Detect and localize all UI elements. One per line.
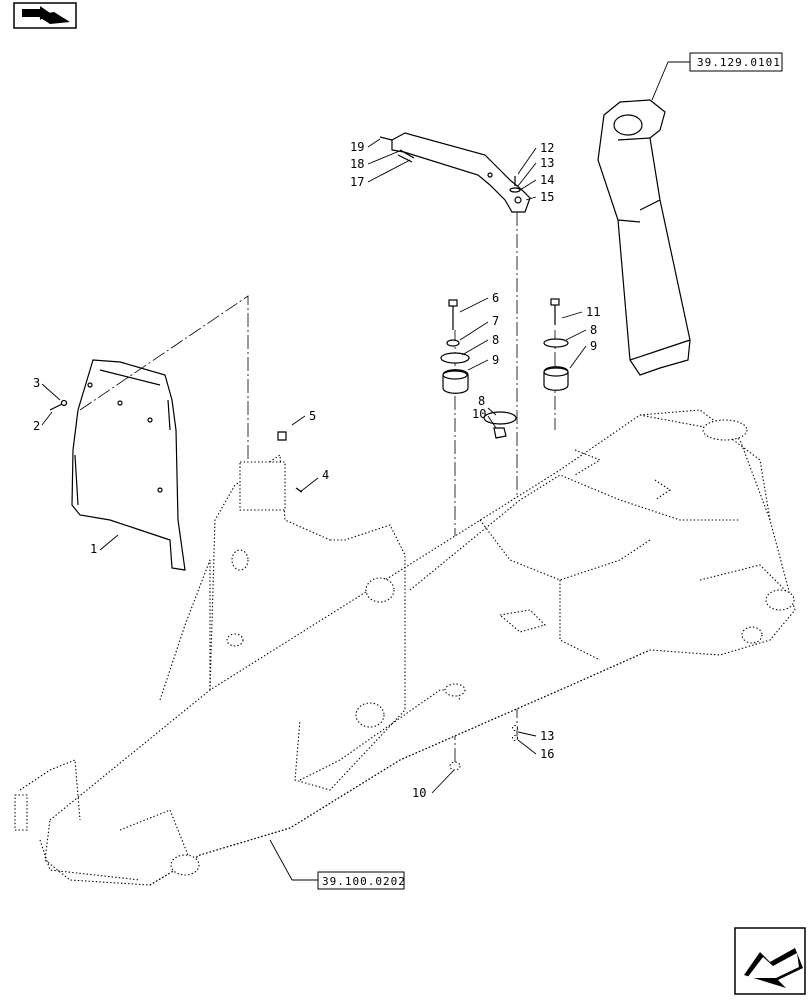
callout-8b: 8 — [478, 394, 485, 408]
callout-12: 12 — [540, 141, 554, 155]
support-bracket — [391, 132, 531, 213]
callout-6: 6 — [492, 291, 499, 305]
callout-1: 1 — [90, 542, 97, 556]
callout-4: 4 — [322, 468, 329, 482]
callout-15: 15 — [540, 190, 554, 204]
callout-13a: 13 — [540, 156, 554, 170]
callout-10b: 10 — [412, 786, 426, 800]
callout-18: 18 — [350, 157, 364, 171]
callout-8c: 8 — [590, 323, 597, 337]
callout-8a: 8 — [492, 333, 499, 347]
next-page-arrow-icon[interactable] — [734, 927, 806, 995]
mount-stack-right — [543, 298, 569, 391]
callout-19: 19 — [350, 140, 364, 154]
boom-arm — [597, 99, 691, 376]
ref-arm[interactable]: 39.129.0101 — [697, 56, 781, 69]
callout-5: 5 — [309, 409, 316, 423]
callout-16: 16 — [540, 747, 554, 761]
callout-11: 11 — [586, 305, 600, 319]
callout-3: 3 — [33, 376, 40, 390]
callout-9b: 9 — [590, 339, 597, 353]
callout-13b: 13 — [540, 729, 554, 743]
shield-plate — [71, 359, 186, 571]
mount-stack-left — [440, 299, 470, 394]
ref-frame[interactable]: 39.100.0202 — [322, 875, 406, 888]
book-nav-icon[interactable] — [13, 2, 77, 29]
callout-2: 2 — [33, 419, 40, 433]
callout-labels: 1 2 3 4 5 6 7 8 9 8 10 11 8 9 12 13 14 1… — [33, 140, 600, 800]
leader-lines — [41, 138, 587, 794]
callout-14: 14 — [540, 173, 554, 187]
callout-7: 7 — [492, 314, 499, 328]
main-frame — [14, 409, 796, 886]
callout-10a: 10 — [472, 407, 486, 421]
callout-17: 17 — [350, 175, 364, 189]
callout-9a: 9 — [492, 353, 499, 367]
